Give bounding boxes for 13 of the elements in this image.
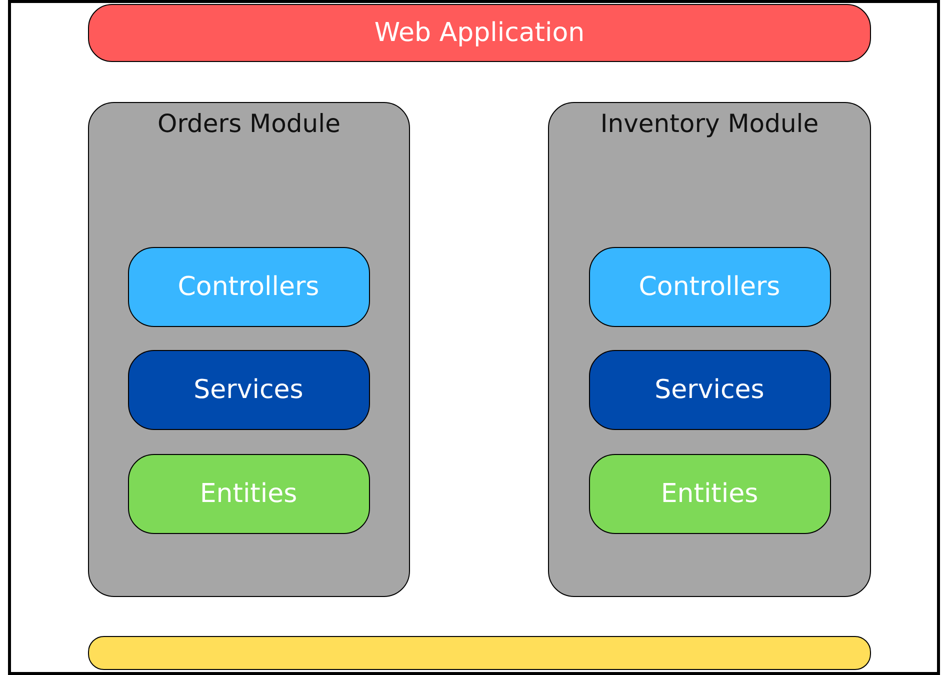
module-panel <box>88 102 410 597</box>
layer-box: Entities <box>588 454 830 534</box>
layer-box: Services <box>588 350 830 430</box>
module-title: Inventory Module <box>599 109 820 138</box>
module-title: Orders Module <box>156 109 342 138</box>
module-panel <box>548 102 871 597</box>
application-banner: Web Application <box>88 4 871 62</box>
layer-box: Services <box>128 350 370 430</box>
layer-box: Controllers <box>128 246 370 326</box>
layer-box: Controllers <box>588 246 830 326</box>
layer-box: Entities <box>128 454 370 534</box>
page-frame <box>8 0 940 675</box>
footer-bar <box>88 636 871 670</box>
